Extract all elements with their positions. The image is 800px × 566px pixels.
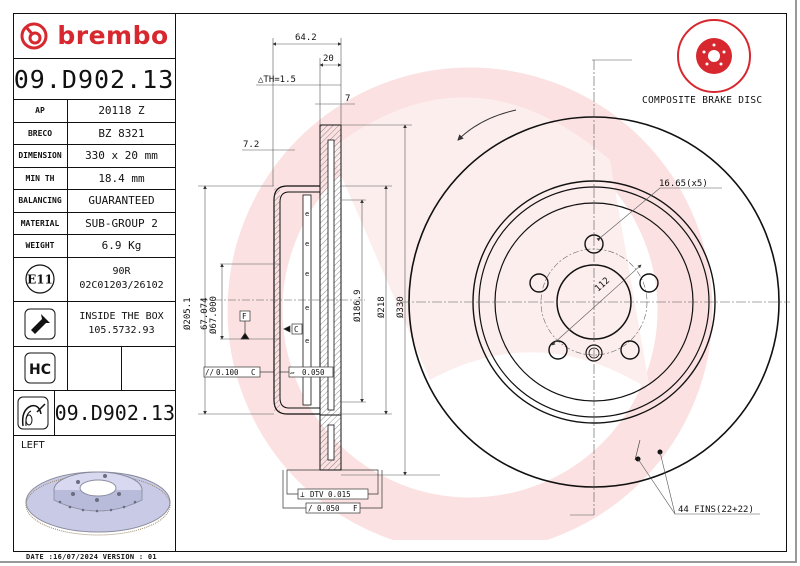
spec-row-weight: WEIGHT 6.9 Kg xyxy=(13,235,175,258)
svg-text:e: e xyxy=(305,337,309,345)
dim-d67-upper: 67.074 xyxy=(200,297,210,330)
cross-section-view: ee ee ee xyxy=(273,124,342,471)
disc-pair-icon xyxy=(17,396,49,429)
brand-logo: brembo xyxy=(13,13,175,59)
spec-label: MIN TH xyxy=(13,167,68,189)
spec-row-balancing: BALANCING GUARANTEED xyxy=(13,190,175,213)
svg-text:HC: HC xyxy=(29,362,51,378)
svg-text:⊥: ⊥ xyxy=(300,490,305,499)
spec-row-material: MATERIAL SUB-GROUP 2 xyxy=(13,212,175,235)
svg-text:e: e xyxy=(305,270,309,278)
screw-note: INSIDE THE BOX xyxy=(79,310,164,322)
screw-icon xyxy=(24,308,56,339)
svg-text:E11: E11 xyxy=(27,273,53,287)
spec-value: GUARANTEED xyxy=(88,194,155,208)
part-number: 09.D902.13 xyxy=(13,59,175,100)
certification-row: E11 90R 02C01203/26102 xyxy=(13,257,175,302)
spec-label: BALANCING xyxy=(13,190,68,212)
front-view xyxy=(400,59,790,516)
spec-value: 6.9 Kg xyxy=(101,239,142,253)
flatness-value: 0.050 xyxy=(302,368,325,377)
svg-text:e: e xyxy=(305,240,309,248)
spec-row-min-th: MIN TH 18.4 mm xyxy=(13,167,175,190)
pair-part-number: 09.D902.13 xyxy=(54,400,175,425)
drawing-frame xyxy=(13,13,787,552)
disc-render-image xyxy=(25,471,171,536)
pair-row: 09.D902.13 xyxy=(13,390,175,436)
parallelism-ref: C xyxy=(251,368,256,377)
dim-hat-wall: 7.2 xyxy=(243,140,259,150)
dim-d330: Ø330 xyxy=(395,296,406,318)
datum-f: F xyxy=(242,312,247,321)
bolt-hole-dim: 16.65(x5) xyxy=(659,179,708,189)
e11-mark-icon: E11 xyxy=(25,264,55,294)
spec-row-dimension: DIMENSION 330 x 20 mm xyxy=(13,145,175,168)
dim-delta-th: △TH=1.5 xyxy=(258,75,296,85)
composite-disc-label: COMPOSITE BRAKE DISC xyxy=(642,95,763,106)
spec-value: 18.4 mm xyxy=(98,171,145,185)
dim-vent: 7 xyxy=(345,94,350,104)
dim-overall-height: 64.2 xyxy=(295,33,317,43)
dim-d67-lower: Ø67.000 xyxy=(208,296,219,334)
footer-date-version: DATE :16/07/2024 VERSION : 01 xyxy=(26,553,157,561)
dim-d186: Ø186.9 xyxy=(352,289,363,322)
svg-text:e: e xyxy=(305,210,309,218)
dim-d205: Ø205.1 xyxy=(182,297,193,330)
composite-disc-icon xyxy=(677,19,751,93)
cert-code: 90R xyxy=(112,266,131,277)
spec-row-ap: AP 20118 Z xyxy=(13,100,175,123)
spec-value: BZ 8321 xyxy=(98,126,145,140)
screw-row: INSIDE THE BOX 105.5732.93 xyxy=(13,301,175,347)
pcd-dim: 112 xyxy=(593,276,612,294)
dim-d218: Ø218 xyxy=(376,296,387,318)
brand-name: brembo xyxy=(57,21,169,50)
spec-value: SUB-GROUP 2 xyxy=(85,216,158,230)
spec-row-breco: BRECO BZ 8321 xyxy=(13,122,175,145)
spec-label: BRECO xyxy=(13,122,68,144)
svg-text:▱: ▱ xyxy=(290,368,295,377)
spec-label: MATERIAL xyxy=(13,212,68,234)
spec-value: 20118 Z xyxy=(98,104,145,118)
dim-thickness: 20 xyxy=(323,54,334,64)
title-block: brembo 09.D902.13 AP 20118 Z BRECO BZ 83… xyxy=(13,13,176,552)
spec-label: DIMENSION xyxy=(13,145,68,167)
brembo-logo-icon xyxy=(20,22,48,49)
runout-value: 0.050 xyxy=(317,504,340,513)
screw-part-number: 105.5732.93 xyxy=(88,324,155,336)
fins-note: 44 FINS(22+22) xyxy=(678,505,754,515)
svg-text://: // xyxy=(205,368,214,377)
datum-c: C xyxy=(294,325,299,334)
cert-number: 02C01203/26102 xyxy=(79,280,164,291)
spec-label: WEIGHT xyxy=(13,235,68,257)
dtv-value: DTV 0.015 xyxy=(310,490,351,499)
hc-badge-icon: HC xyxy=(24,352,56,384)
spec-label: AP xyxy=(13,100,68,122)
parallelism-value: 0.100 xyxy=(216,368,239,377)
svg-text:/: / xyxy=(308,504,313,513)
spec-value: 330 x 20 mm xyxy=(85,149,158,163)
side-label: LEFT xyxy=(21,439,45,451)
hc-row: HC xyxy=(13,346,175,391)
svg-text:e: e xyxy=(305,304,309,312)
runout-ref: F xyxy=(353,504,358,513)
